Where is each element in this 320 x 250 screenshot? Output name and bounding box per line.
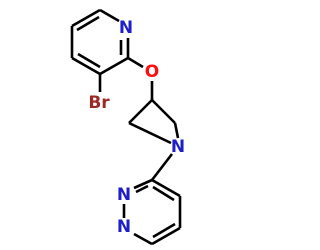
atom-label-n-pyridazine-top: N [117, 185, 131, 205]
bond-pyridazine-c1-n2-double [135, 184, 149, 194]
molecule-drawing: N O Br N N N [70, 8, 185, 246]
bond-c-o [127, 56, 144, 69]
bond-pyridine-c3-c4 [71, 56, 101, 76]
atom-label-n-pyridine: N [119, 18, 133, 38]
molecule-structure: N O Br N N N [70, 8, 185, 246]
bond-pyridine-c1-c2 [71, 8, 101, 28]
bond-pyridine-c3-c4-double [77, 52, 101, 69]
bond-pyridine-c1-c2-double [76, 15, 100, 32]
atom-label-o-ether: O [145, 62, 159, 82]
bond-azetidine-right-n [173, 122, 180, 139]
bond-pyridine-c4-c5 [99, 56, 129, 76]
atom-labels: N O Br N N N [88, 18, 185, 237]
bond-pyridazine-c6-c5-double [152, 222, 176, 239]
atom-label-br: Br [88, 93, 110, 113]
bond-pyridazine-c6-c5 [151, 226, 181, 246]
bonds [70, 8, 182, 246]
atom-label-n-pyridazine-bottom: N [117, 217, 131, 237]
atom-label-n-azetidine: N [171, 137, 185, 157]
bond-n-pyridazine [150, 153, 174, 181]
bond-pyridazine-c1-n2 [133, 178, 153, 190]
bond-azetidine-ch-left [128, 99, 153, 124]
bond-azetidine-ch-right [151, 99, 176, 124]
bond-pyridine-n-c1 [99, 8, 120, 23]
bond-pyridazine-c4-c1-double [152, 185, 175, 202]
bond-pyridazine-c4-c1 [151, 178, 181, 198]
bond-azetidine-left-n [128, 121, 172, 145]
bond-pyridazine-n1-c6 [133, 232, 153, 246]
